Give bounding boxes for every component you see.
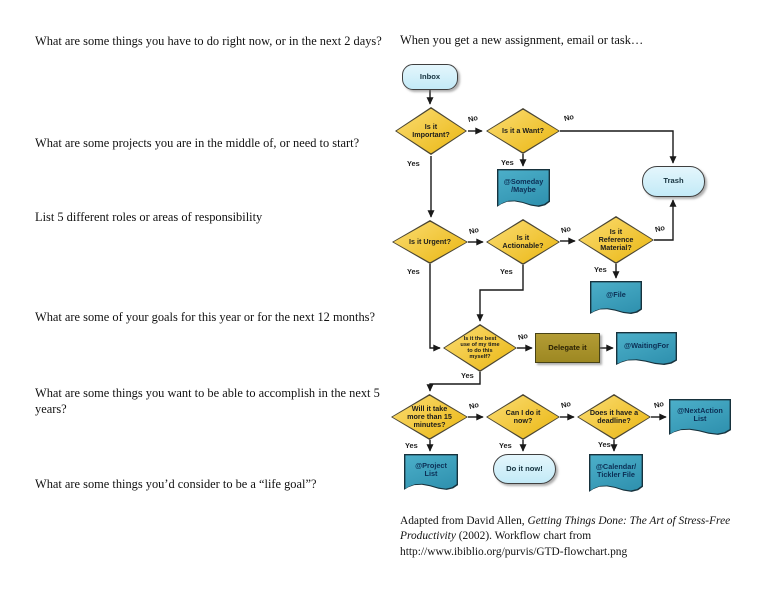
decision-label: Is it Reference Material? bbox=[598, 226, 634, 253]
decision-does-it-have-a-deadline: Does it have a deadline? bbox=[577, 394, 651, 440]
node-project-list: @Project List bbox=[404, 454, 458, 491]
decision-is-it-important: Is it Important? bbox=[395, 107, 467, 155]
source-caption: Adapted from David Allen, Getting Things… bbox=[400, 514, 745, 560]
edge-label-no-caninow: No bbox=[560, 398, 572, 411]
node-waiting-for: @WaitingFor bbox=[616, 332, 677, 366]
decision-label: Is it Important? bbox=[412, 121, 450, 139]
edge-label-yes-caninow: Yes bbox=[499, 441, 512, 450]
decision-best-use-of-time: Is it the best use of my time to do this… bbox=[443, 324, 517, 372]
edge-label-yes-deadline: Yes bbox=[598, 440, 611, 449]
decision-label: Will it take more than 15 minutes? bbox=[407, 403, 452, 430]
edge-label-yes-urgent: Yes bbox=[407, 267, 420, 276]
node-inbox: Inbox bbox=[402, 64, 458, 90]
node-calendar-label: @Calendar/ Tickler File bbox=[595, 461, 637, 479]
question-now-2-days: What are some things you have to do righ… bbox=[35, 34, 382, 48]
edge-label-no-urgent: No bbox=[468, 224, 480, 237]
node-waitingfor-label: @WaitingFor bbox=[624, 341, 669, 351]
decision-label: Can I do it now? bbox=[505, 407, 541, 425]
decision-label: Is it a Want? bbox=[501, 125, 545, 135]
caption-pre: Adapted from David Allen, bbox=[400, 515, 528, 527]
flowchart-intro: When you get a new assignment, email or … bbox=[400, 33, 644, 47]
edge-label-yes-actionable: Yes bbox=[500, 267, 513, 276]
node-trash-label: Trash bbox=[663, 176, 684, 186]
node-file-label: @File bbox=[606, 290, 626, 300]
node-next-action-list: @NextAction List bbox=[669, 399, 731, 436]
node-doitnow-label: Do it now! bbox=[506, 463, 543, 473]
edge-label-yes-minutes: Yes bbox=[405, 441, 418, 450]
edge-label-no-bestuse: No bbox=[517, 330, 529, 343]
question-roles: List 5 different roles or areas of respo… bbox=[35, 210, 263, 224]
question-year-goals: What are some of your goals for this yea… bbox=[35, 310, 375, 324]
edge-label-no-important: No bbox=[467, 112, 479, 125]
process-label: Delegate it bbox=[548, 342, 587, 352]
edge-label-yes-important: Yes bbox=[407, 159, 420, 168]
decision-is-it-reference-material: Is it Reference Material? bbox=[578, 216, 654, 264]
edge-label-yes-reference: Yes bbox=[594, 265, 607, 274]
node-do-it-now: Do it now! bbox=[493, 454, 556, 484]
node-projectlist-label: @Project List bbox=[415, 460, 447, 478]
connector-want-trash bbox=[560, 130, 677, 164]
decision-is-it-urgent: Is it Urgent? bbox=[392, 220, 468, 264]
edge-label-yes-want: Yes bbox=[501, 158, 514, 167]
process-delegate-it: Delegate it bbox=[535, 333, 600, 363]
connector-urgent-bestuse bbox=[429, 264, 441, 352]
question-projects: What are some projects you are in the mi… bbox=[35, 136, 360, 150]
decision-label: Is it Actionable? bbox=[502, 232, 544, 250]
decision-is-it-a-want: Is it a Want? bbox=[486, 108, 560, 154]
decision-more-than-15-minutes: Will it take more than 15 minutes? bbox=[391, 394, 468, 440]
caption-book-title: Getting Things Done: The Art of Stress-F… bbox=[400, 515, 731, 543]
question-5-years: What are some things you want to be able… bbox=[35, 386, 380, 416]
edge-label-no-deadline: No bbox=[653, 398, 665, 411]
edge-label-no-want: No bbox=[563, 111, 575, 124]
decision-label: Does it have a deadline? bbox=[589, 407, 639, 425]
connector-reference-trash bbox=[654, 199, 677, 241]
decision-label: Is it the best use of my time to do this… bbox=[460, 335, 500, 361]
node-someday-label: @Someday /Maybe bbox=[503, 176, 544, 194]
node-trash: Trash bbox=[642, 166, 705, 197]
edge-label-no-minutes: No bbox=[468, 399, 480, 412]
question-life-goal: What are some things you’d consider to b… bbox=[35, 477, 317, 491]
edge-label-no-actionable: No bbox=[560, 223, 572, 236]
node-calendar-tickler-file: @Calendar/ Tickler File bbox=[589, 454, 643, 493]
edge-label-no-reference: No bbox=[654, 222, 666, 235]
node-nextaction-label: @NextAction List bbox=[677, 405, 723, 423]
node-inbox-label: Inbox bbox=[419, 71, 441, 81]
edge-label-yes-bestuse: Yes bbox=[461, 371, 474, 380]
decision-label: Is it Urgent? bbox=[409, 236, 451, 246]
caption-post: (2002). Workflow chart from http://www.i… bbox=[400, 530, 628, 558]
node-someday-maybe: @Someday /Maybe bbox=[497, 169, 550, 208]
node-file: @File bbox=[590, 281, 642, 315]
decision-can-i-do-it-now: Can I do it now? bbox=[486, 394, 560, 440]
decision-is-it-actionable: Is it Actionable? bbox=[486, 219, 560, 265]
